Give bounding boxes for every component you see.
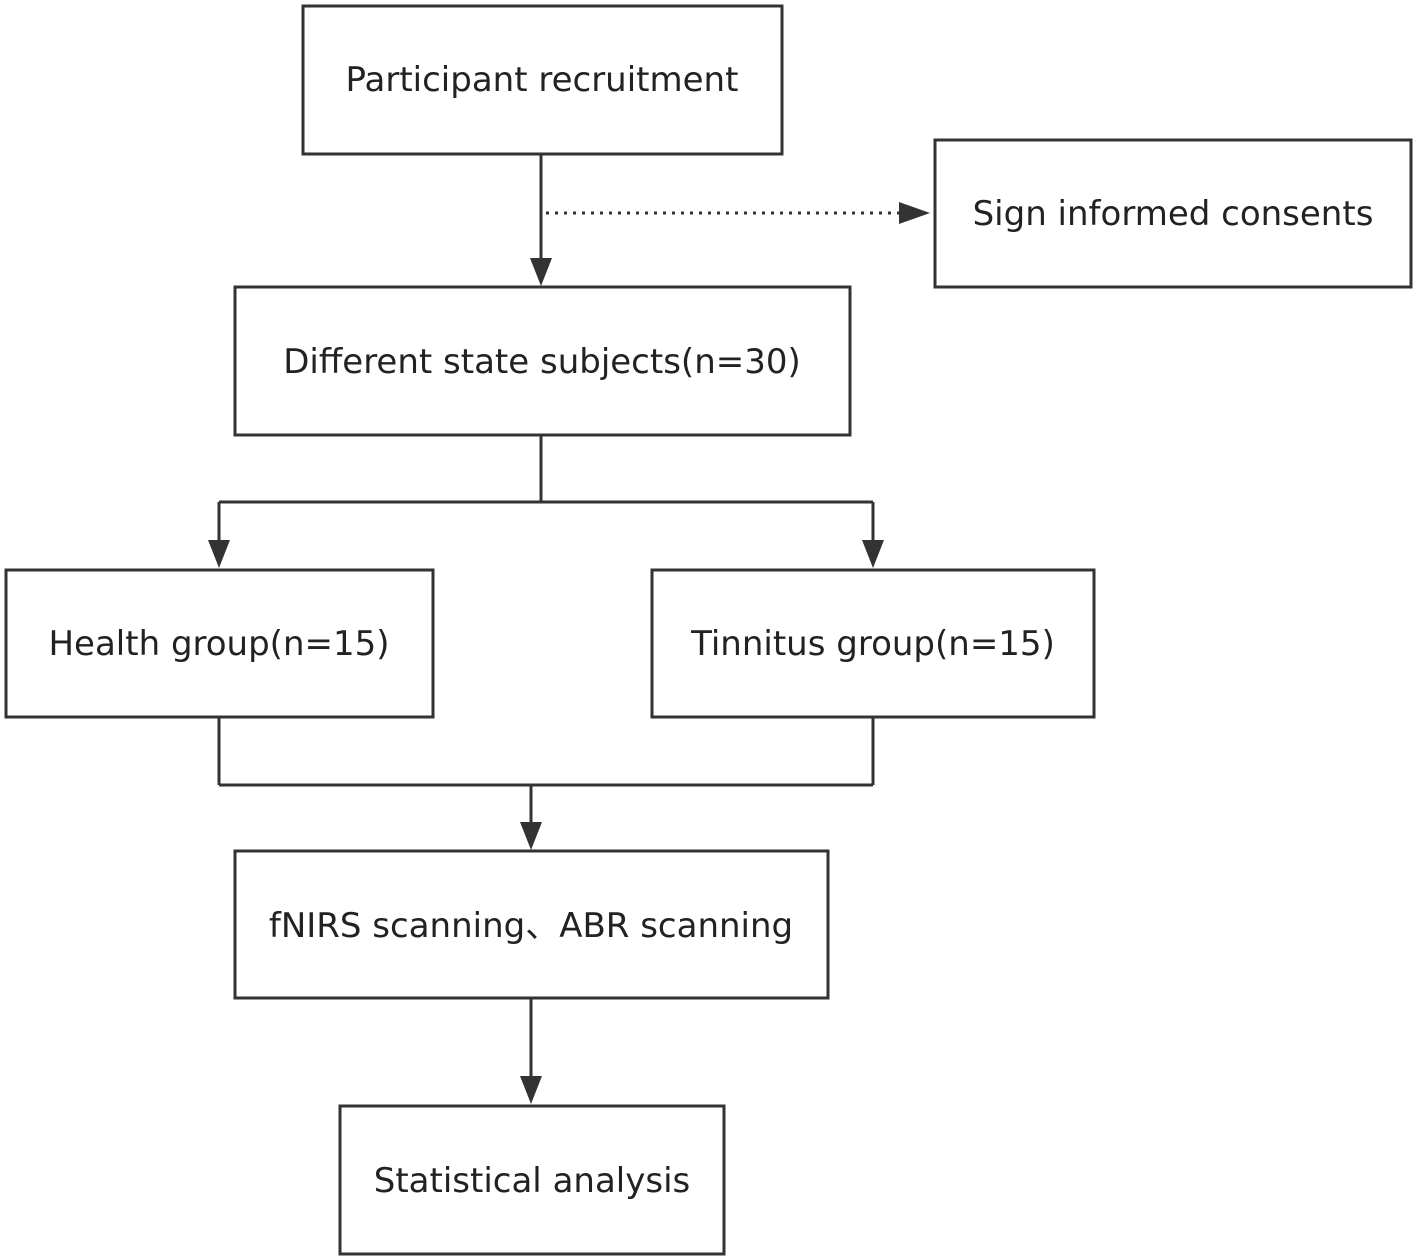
- arrowhead-analysis: [520, 1076, 542, 1104]
- arrowhead-tinnitus: [862, 540, 884, 568]
- node-scanning-label: fNIRS scanning、ABR scanning: [269, 906, 793, 946]
- node-recruitment-label: Participant recruitment: [346, 60, 739, 100]
- node-tinnitus-label: Tinnitus group(n=15): [690, 624, 1055, 664]
- node-analysis-box: [338, 1104, 726, 1256]
- node-consent: Sign informed consents: [933, 138, 1413, 289]
- node-tinnitus: Tinnitus group(n=15): [650, 568, 1096, 719]
- node-scanning: fNIRS scanning、ABR scanning: [233, 849, 830, 1000]
- node-subjects-label: Different state subjects(n=30): [283, 342, 801, 382]
- node-subjects: Different state subjects(n=30): [233, 285, 852, 437]
- arrowhead-subjects: [530, 258, 552, 286]
- node-subjects-box: [233, 285, 852, 437]
- edges: [208, 154, 930, 1104]
- node-health: Health group(n=15): [4, 568, 435, 719]
- arrowhead-consent: [899, 202, 930, 224]
- edge-subjects-split: [217, 435, 875, 545]
- arrowhead-health: [208, 540, 230, 568]
- arrowhead-scanning: [520, 822, 542, 850]
- edge-groups-merge: [217, 717, 875, 826]
- node-analysis-label: Statistical analysis: [374, 1161, 690, 1201]
- node-consent-box: [933, 138, 1413, 289]
- node-analysis: Statistical analysis: [338, 1104, 726, 1256]
- node-recruitment-box: [301, 4, 784, 156]
- node-health-box: [4, 568, 435, 719]
- node-scanning-box: [233, 849, 830, 1000]
- node-health-label: Health group(n=15): [48, 624, 389, 664]
- node-recruitment: Participant recruitment: [301, 4, 784, 156]
- node-tinnitus-box: [650, 568, 1096, 719]
- node-consent-label: Sign informed consents: [973, 194, 1374, 234]
